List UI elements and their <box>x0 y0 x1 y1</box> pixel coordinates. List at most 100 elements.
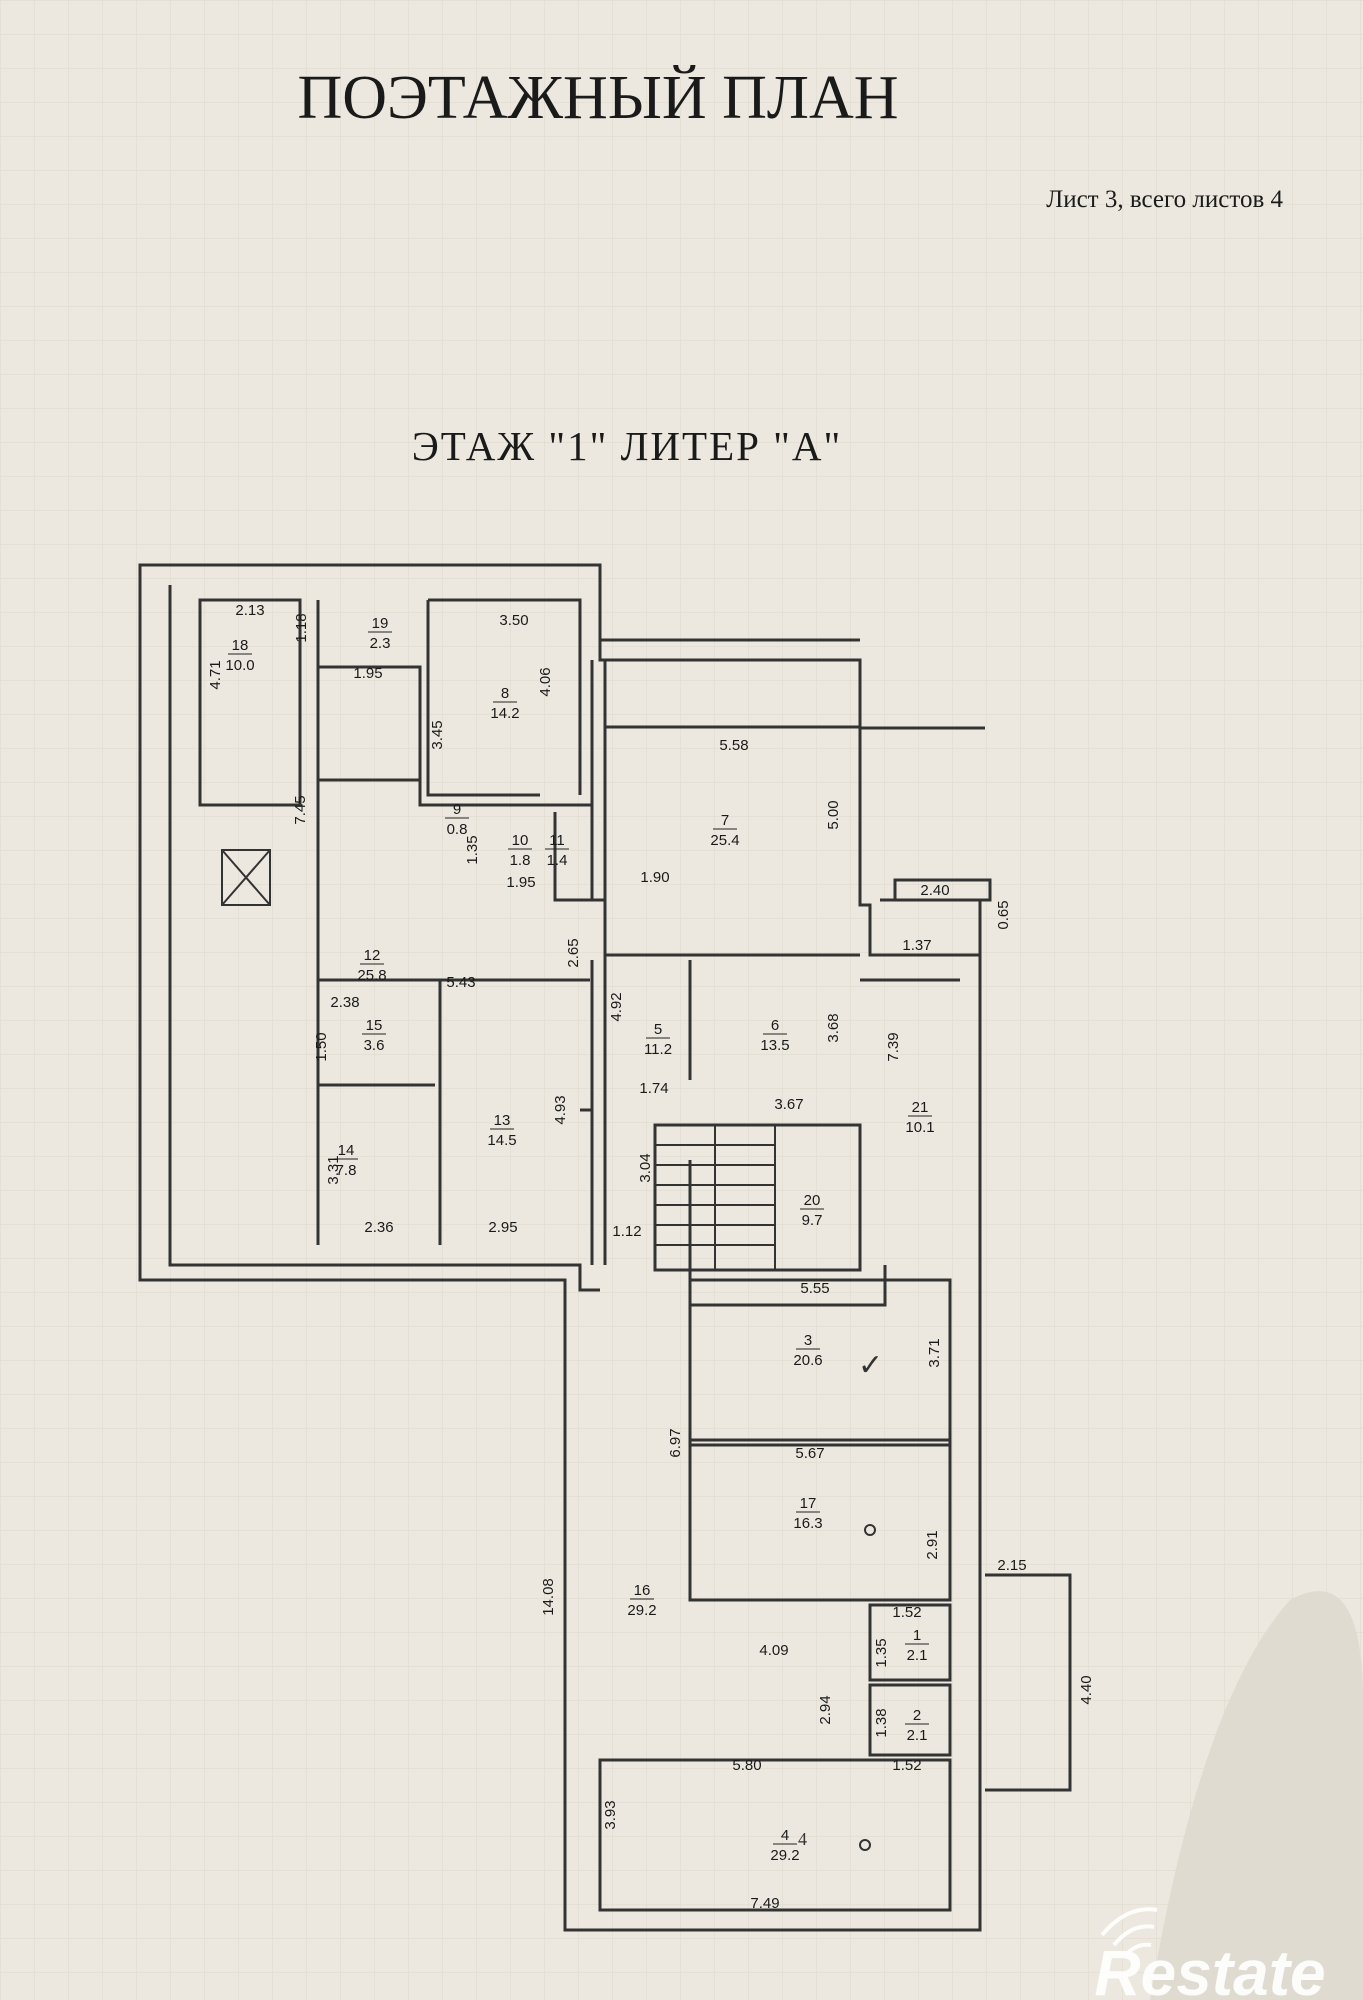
dimension-label: 2.13 <box>235 602 264 619</box>
dimension-label: 1.18 <box>293 613 310 642</box>
room-number: 6 <box>771 1017 779 1034</box>
room-16: 16 29.2 <box>627 1582 656 1619</box>
room-number: 18 <box>232 637 249 654</box>
restate-watermark: Restate <box>1094 1937 1325 2000</box>
dimension-label: 1.38 <box>873 1708 890 1737</box>
dimension-label: 2.15 <box>997 1557 1026 1574</box>
dimension-label: 1.95 <box>353 665 382 682</box>
dimension-label: 14.08 <box>540 1578 557 1616</box>
dimension-label: 5.67 <box>795 1445 824 1462</box>
dimension-label: 3.31 <box>325 1155 342 1184</box>
room-number: 2 <box>913 1707 921 1724</box>
room-number: 10 <box>512 832 529 849</box>
room-number: 11 <box>549 832 565 849</box>
room-number: 20 <box>804 1192 821 1209</box>
room-13: 13 14.5 <box>487 1112 516 1149</box>
room-area: 20.6 <box>793 1352 822 1369</box>
photo-shadow <box>1150 1591 1363 2000</box>
restate-logo: Restate <box>1094 1907 1326 2000</box>
room-number: 5 <box>654 1021 662 1038</box>
room-area: 14.2 <box>490 705 519 722</box>
room-19: 192.3 <box>368 615 392 652</box>
room-area: 9.7 <box>802 1212 823 1229</box>
room-area: 1.8 <box>510 852 531 869</box>
dimension-label: 1.50 <box>313 1032 330 1061</box>
room-area: 13.5 <box>760 1037 789 1054</box>
room-21: 21 10.1 <box>905 1099 934 1136</box>
room-number: 8 <box>501 685 509 702</box>
room-area: 10.0 <box>225 657 254 674</box>
dimension-label: 2.38 <box>330 994 359 1011</box>
room-number: 19 <box>372 615 389 632</box>
dimension-label: 2.91 <box>924 1530 941 1559</box>
dimension-label: 4.06 <box>537 667 554 696</box>
sheet-info: Лист 3, всего листов 4 <box>1046 186 1283 213</box>
dimension-label: 1.52 <box>892 1757 921 1774</box>
dimension-label: 6.97 <box>667 1428 684 1457</box>
dimension-label: 7.39 <box>885 1032 902 1061</box>
dimension-label: 1.37 <box>902 937 931 954</box>
room-number: 12 <box>364 947 381 964</box>
dimension-label: 7.45 <box>292 795 309 824</box>
room-number: 14 <box>338 1142 355 1159</box>
dimension-label: 2.65 <box>565 938 582 967</box>
walls <box>138 563 1072 1932</box>
room-area: 14.5 <box>487 1132 516 1149</box>
room-number: 13 <box>494 1112 511 1129</box>
room-9: 90.8 <box>445 801 469 838</box>
room-area: 29.2 <box>770 1847 799 1864</box>
dimension-label: 3.04 <box>637 1153 654 1182</box>
room-area: 29.2 <box>627 1602 656 1619</box>
room-4: 429.2 <box>770 1827 799 1864</box>
room-11: 111.4 <box>545 832 569 869</box>
dimension-label: 3.68 <box>825 1013 842 1042</box>
column-marker-icon <box>859 1839 871 1851</box>
dimension-label: 2.95 <box>488 1219 517 1236</box>
staircase-icon <box>654 1124 776 1271</box>
room-5: 511.2 <box>644 1021 672 1058</box>
room-7: 725.4 <box>710 812 739 849</box>
room-number: 7 <box>721 812 729 829</box>
dimension-label: 2.40 <box>920 882 949 899</box>
room-area: 16.3 <box>793 1515 822 1532</box>
dimension-label: 1.74 <box>639 1080 668 1097</box>
room-number: 9 <box>453 801 461 818</box>
dimension-label: 3.50 <box>499 612 528 629</box>
room-area: 25.4 <box>710 832 739 849</box>
room-10: 101.8 <box>508 832 532 869</box>
room-number: 16 <box>634 1582 651 1599</box>
room-number: 1 <box>913 1627 921 1644</box>
room-number: 21 <box>912 1099 929 1116</box>
dimension-label: 5.58 <box>719 737 748 754</box>
dimension-label: 1.35 <box>873 1638 890 1667</box>
room-area: 2.3 <box>370 635 391 652</box>
dimension-label: 4.40 <box>1078 1675 1095 1704</box>
dimension-label: 1.90 <box>640 869 669 886</box>
dimension-label: 2.36 <box>364 1219 393 1236</box>
room-8: 814.2 <box>490 685 519 722</box>
dimension-label: 3.71 <box>926 1338 943 1367</box>
room-number: 4 <box>781 1827 789 1844</box>
room-number: 17 <box>800 1495 817 1512</box>
room-15: 153.6 <box>362 1017 386 1054</box>
room-area: 11.2 <box>644 1041 672 1058</box>
dimension-label: 5.43 <box>446 974 475 991</box>
room-labels: 1810.0192.3814.2725.490.8101.8111.41225.… <box>225 615 934 1864</box>
room-area: 2.1 <box>907 1727 928 1744</box>
elevator-shaft-icon <box>221 849 271 906</box>
dimension-label: 1.52 <box>892 1604 921 1621</box>
dimension-label: 1.95 <box>506 874 535 891</box>
room-number: 15 <box>366 1017 383 1034</box>
checkmark-annotation: ✓ <box>858 1349 883 1382</box>
column-marker-icon <box>864 1524 876 1536</box>
room-20: 209.7 <box>800 1192 824 1229</box>
dimension-label: 4.09 <box>759 1642 788 1659</box>
room-18: 18 10.0 <box>225 637 254 674</box>
dimension-label: 3.93 <box>602 1800 619 1829</box>
room-6: 613.5 <box>760 1017 789 1054</box>
room-area: 10.1 <box>905 1119 934 1136</box>
room-1: 12.1 <box>905 1627 929 1664</box>
